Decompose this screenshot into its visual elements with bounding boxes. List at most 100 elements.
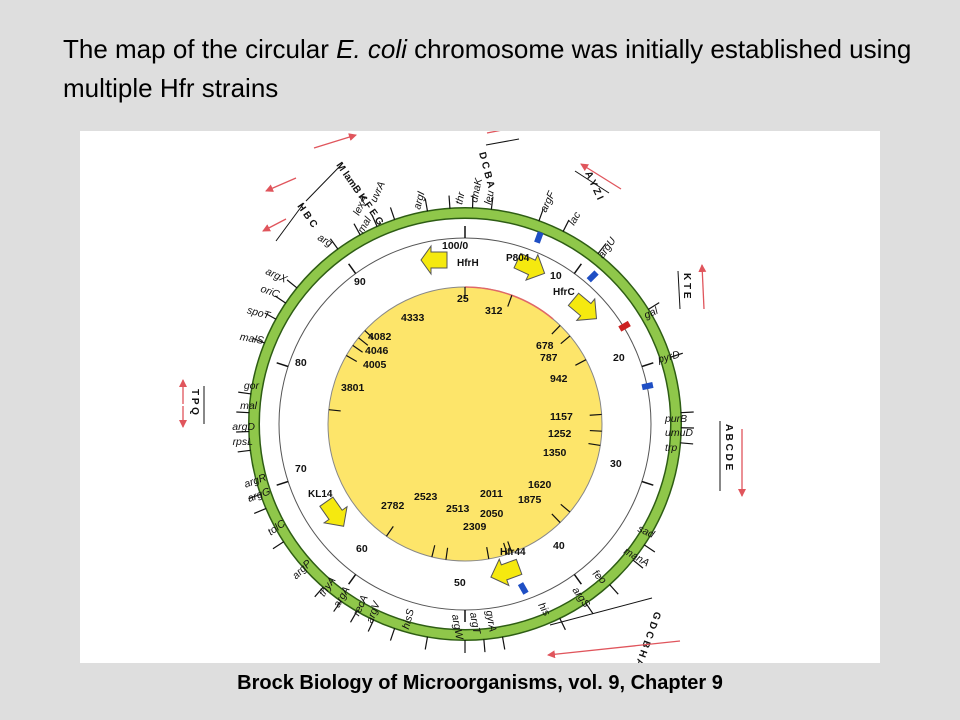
marker-blue: [534, 231, 544, 244]
gene-tick: [349, 610, 358, 623]
gene-tick: [643, 544, 656, 553]
gene-label: trp: [665, 442, 677, 454]
inner-number: 2309: [463, 521, 487, 533]
gene-label: thr: [453, 191, 467, 206]
inner-tick: [507, 295, 513, 307]
minute-label: 40: [553, 540, 565, 552]
gene-label: leu: [482, 189, 497, 205]
slide-title: The map of the circular E. coli chromoso…: [63, 34, 912, 103]
minute-tick: [641, 480, 654, 486]
minute-label: 70: [295, 463, 307, 475]
minute-label: 60: [356, 543, 368, 555]
gene-tick: [680, 411, 694, 414]
inner-tick: [445, 547, 449, 560]
gene-tick: [274, 295, 287, 304]
inner-tick: [385, 526, 394, 537]
inner-number: 312: [485, 305, 503, 317]
gene-label: pyrD: [656, 348, 682, 366]
marker-red: [618, 320, 631, 332]
gene-tick: [237, 449, 251, 453]
inner-number: 3801: [341, 382, 365, 394]
operon-tpq: T P Q: [179, 379, 205, 428]
hfr-arrow-kl14: [319, 496, 348, 527]
operon-bracket: [677, 270, 681, 310]
inner-tick: [560, 335, 571, 345]
minute-label: 80: [295, 357, 307, 369]
gene-tick: [286, 279, 298, 289]
operon-arrow: [547, 640, 681, 659]
gene-tick: [238, 391, 252, 395]
gene-label: gyrA: [483, 609, 499, 632]
inner-number: 4333: [401, 312, 425, 324]
inner-tick: [346, 354, 358, 363]
gene-tick: [585, 602, 594, 615]
inner-number: 2523: [414, 491, 438, 503]
hfr-label: Hfr44: [500, 547, 526, 558]
gene-label: argF: [538, 189, 558, 214]
inner-tick: [486, 546, 490, 560]
gene-tick: [501, 636, 506, 650]
inner-number: 1252: [548, 428, 572, 440]
ring-markers: [517, 231, 654, 595]
inner-number: 2782: [381, 500, 405, 512]
gene-tick: [333, 600, 342, 612]
inner-number: 25: [457, 293, 469, 305]
gene-label: argU: [596, 235, 619, 261]
gene-tick: [559, 617, 566, 631]
gene-tick: [597, 243, 607, 255]
minute-tick: [573, 263, 582, 274]
gene-label: argW: [449, 613, 465, 641]
inner-disk-ticks: [328, 287, 602, 560]
hfr-label: P804: [506, 253, 530, 264]
gene-label: malS: [239, 331, 265, 347]
hfr-labels: HfrH P804 HfrC KL14 Hfr44: [308, 253, 575, 558]
operon-arrow: [580, 163, 622, 190]
operon-letters: G D C B H A F I E: [624, 610, 662, 663]
inner-tick: [589, 429, 602, 432]
inner-disk-numbers: 25 312 4333 4082 4046 4005 3801 678 787 …: [341, 293, 573, 533]
outer-ring: [249, 208, 681, 640]
minute-ticks: [276, 226, 654, 622]
inner-tick: [551, 325, 561, 335]
inner-number: 2011: [480, 488, 503, 500]
operon-kte: K T E: [677, 264, 707, 310]
gene-label: purB: [664, 413, 687, 425]
gene-label: argX: [264, 265, 290, 286]
inner-number: 678: [536, 340, 554, 352]
gene-tick: [490, 196, 494, 210]
gene-label: spoT: [246, 304, 273, 322]
gene-tick: [609, 584, 619, 595]
hfr-label: HfrC: [553, 287, 575, 298]
operon-letters: A Y Z I: [582, 170, 605, 202]
minute-label: 20: [613, 352, 625, 364]
gene-label: arg: [315, 232, 334, 250]
marker-blue: [641, 382, 654, 391]
minute-tick: [348, 574, 357, 585]
inner-number: 1875: [518, 494, 542, 506]
gene-label: rpsL: [233, 436, 254, 448]
inner-disk: [327, 286, 603, 562]
operon-arrow: [265, 177, 297, 192]
hfr-label: KL14: [308, 489, 333, 500]
minute-tick: [348, 263, 357, 274]
operon-arrow: [698, 264, 707, 310]
inner-tick: [560, 503, 571, 513]
gene-tick: [389, 207, 396, 220]
operon-dcba: D C B A: [476, 131, 520, 189]
inner-tick: [364, 330, 374, 340]
inner-tick: [431, 545, 436, 558]
minute-tick: [276, 362, 289, 368]
chromosome-map-figure: 100/0 10 20 30 40 50 60 70 80 90 thr dna…: [80, 131, 880, 663]
gene-tick: [353, 223, 361, 236]
gene-label: hisS: [400, 608, 417, 631]
inner-number: 1157: [550, 411, 573, 423]
operon-abcde: A B C D E: [719, 421, 746, 497]
inner-tick: [507, 541, 513, 553]
figure-caption: Brock Biology of Microorganisms, vol. 9,…: [237, 672, 723, 694]
gene-tick: [272, 541, 285, 550]
chromosome-map: 100/0 10 20 30 40 50 60 70 80 90 thr dna…: [179, 131, 746, 663]
minute-tick: [276, 480, 289, 486]
operon-bracket: [275, 202, 305, 242]
inner-tick: [588, 442, 601, 447]
operon-arrow: [486, 131, 501, 134]
